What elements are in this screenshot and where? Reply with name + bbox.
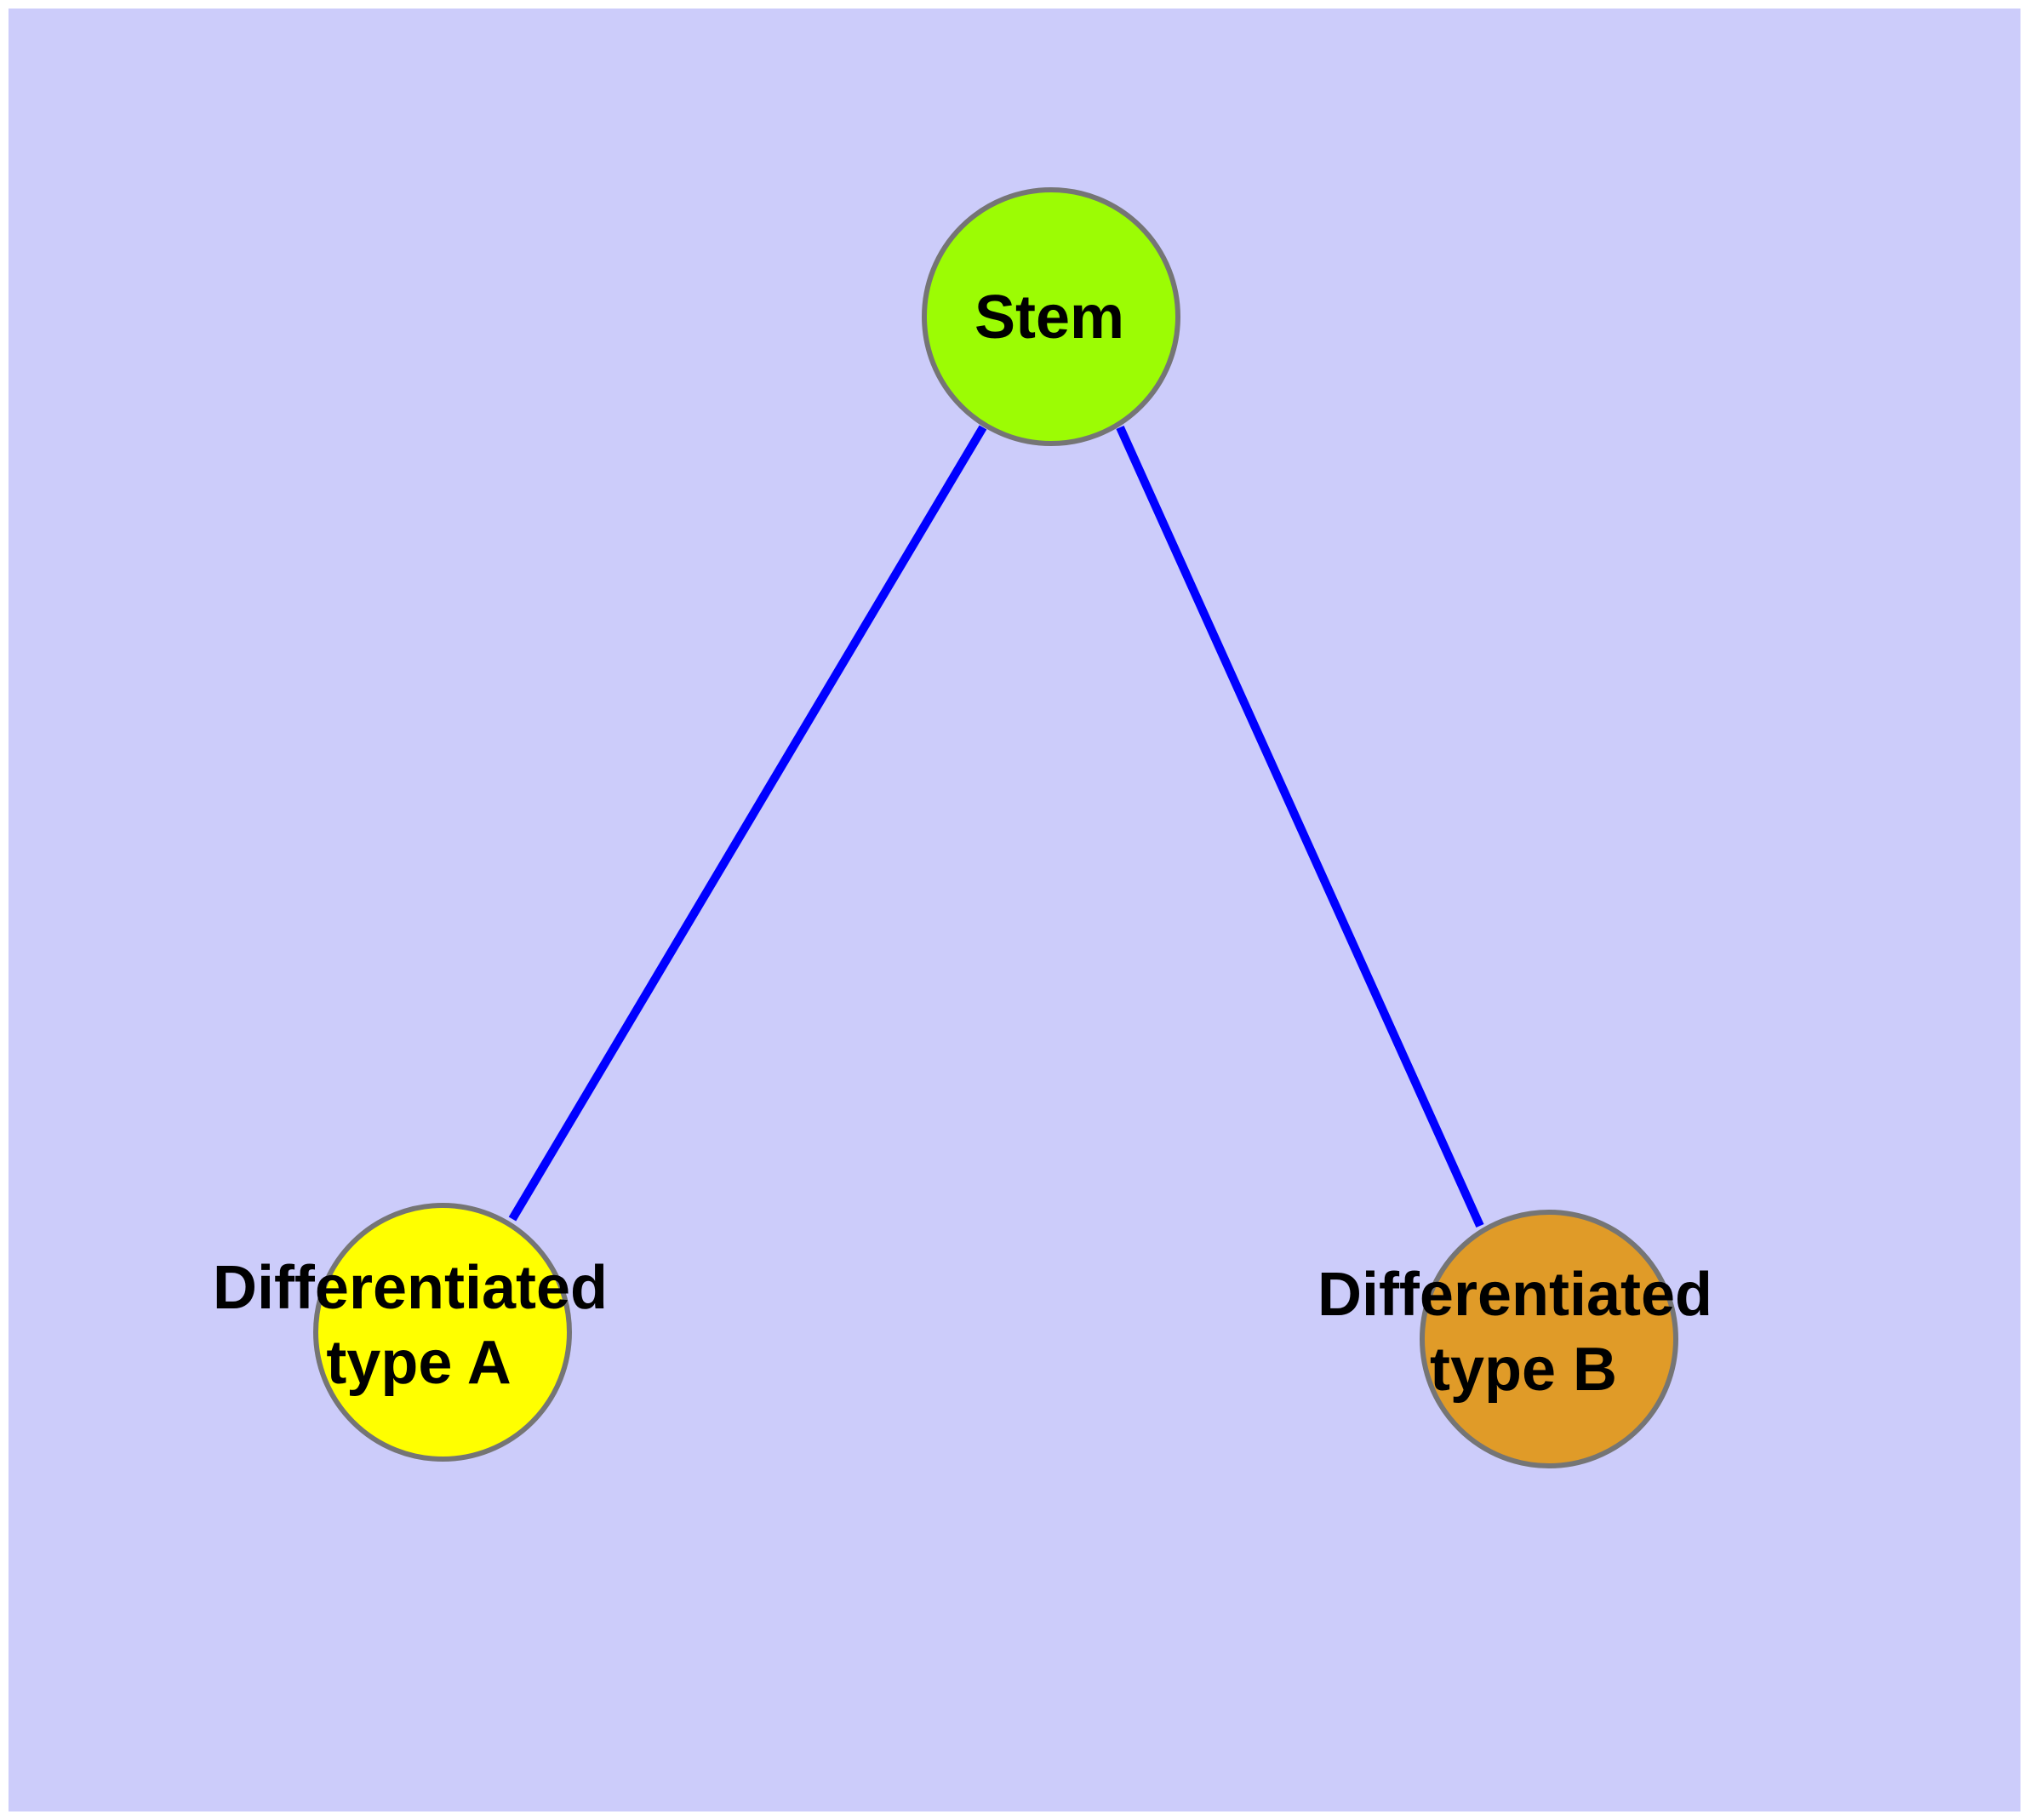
node-differentiated-type-b[interactable]	[1420, 1210, 1678, 1468]
node-label-differentiated-type-b: Differentiated type B	[1317, 1261, 1729, 1404]
labels-layer: Stem Differentiated type A Differentiate…	[213, 283, 1729, 1404]
node-label-diff-b-line-1: Differentiated	[1317, 1261, 1712, 1329]
node-label-diff-a-line-2: type A	[326, 1329, 511, 1397]
node-label-stem: Stem	[974, 283, 1124, 352]
edges-layer	[508, 425, 1484, 1228]
node-label-diff-b-line-2: type B	[1430, 1336, 1617, 1404]
node-label-differentiated-type-a: Differentiated type A	[213, 1254, 625, 1397]
node-stem[interactable]	[922, 187, 1180, 446]
node-label-diff-a-line-1: Differentiated	[213, 1254, 608, 1322]
edge-stem-to-differentiated-type-a[interactable]	[508, 425, 987, 1222]
nodes-layer	[313, 187, 1678, 1468]
node-label-stem-line-1: Stem	[974, 283, 1124, 352]
node-differentiated-type-a[interactable]	[313, 1203, 572, 1462]
edge-stem-to-differentiated-type-b[interactable]	[1116, 425, 1484, 1228]
